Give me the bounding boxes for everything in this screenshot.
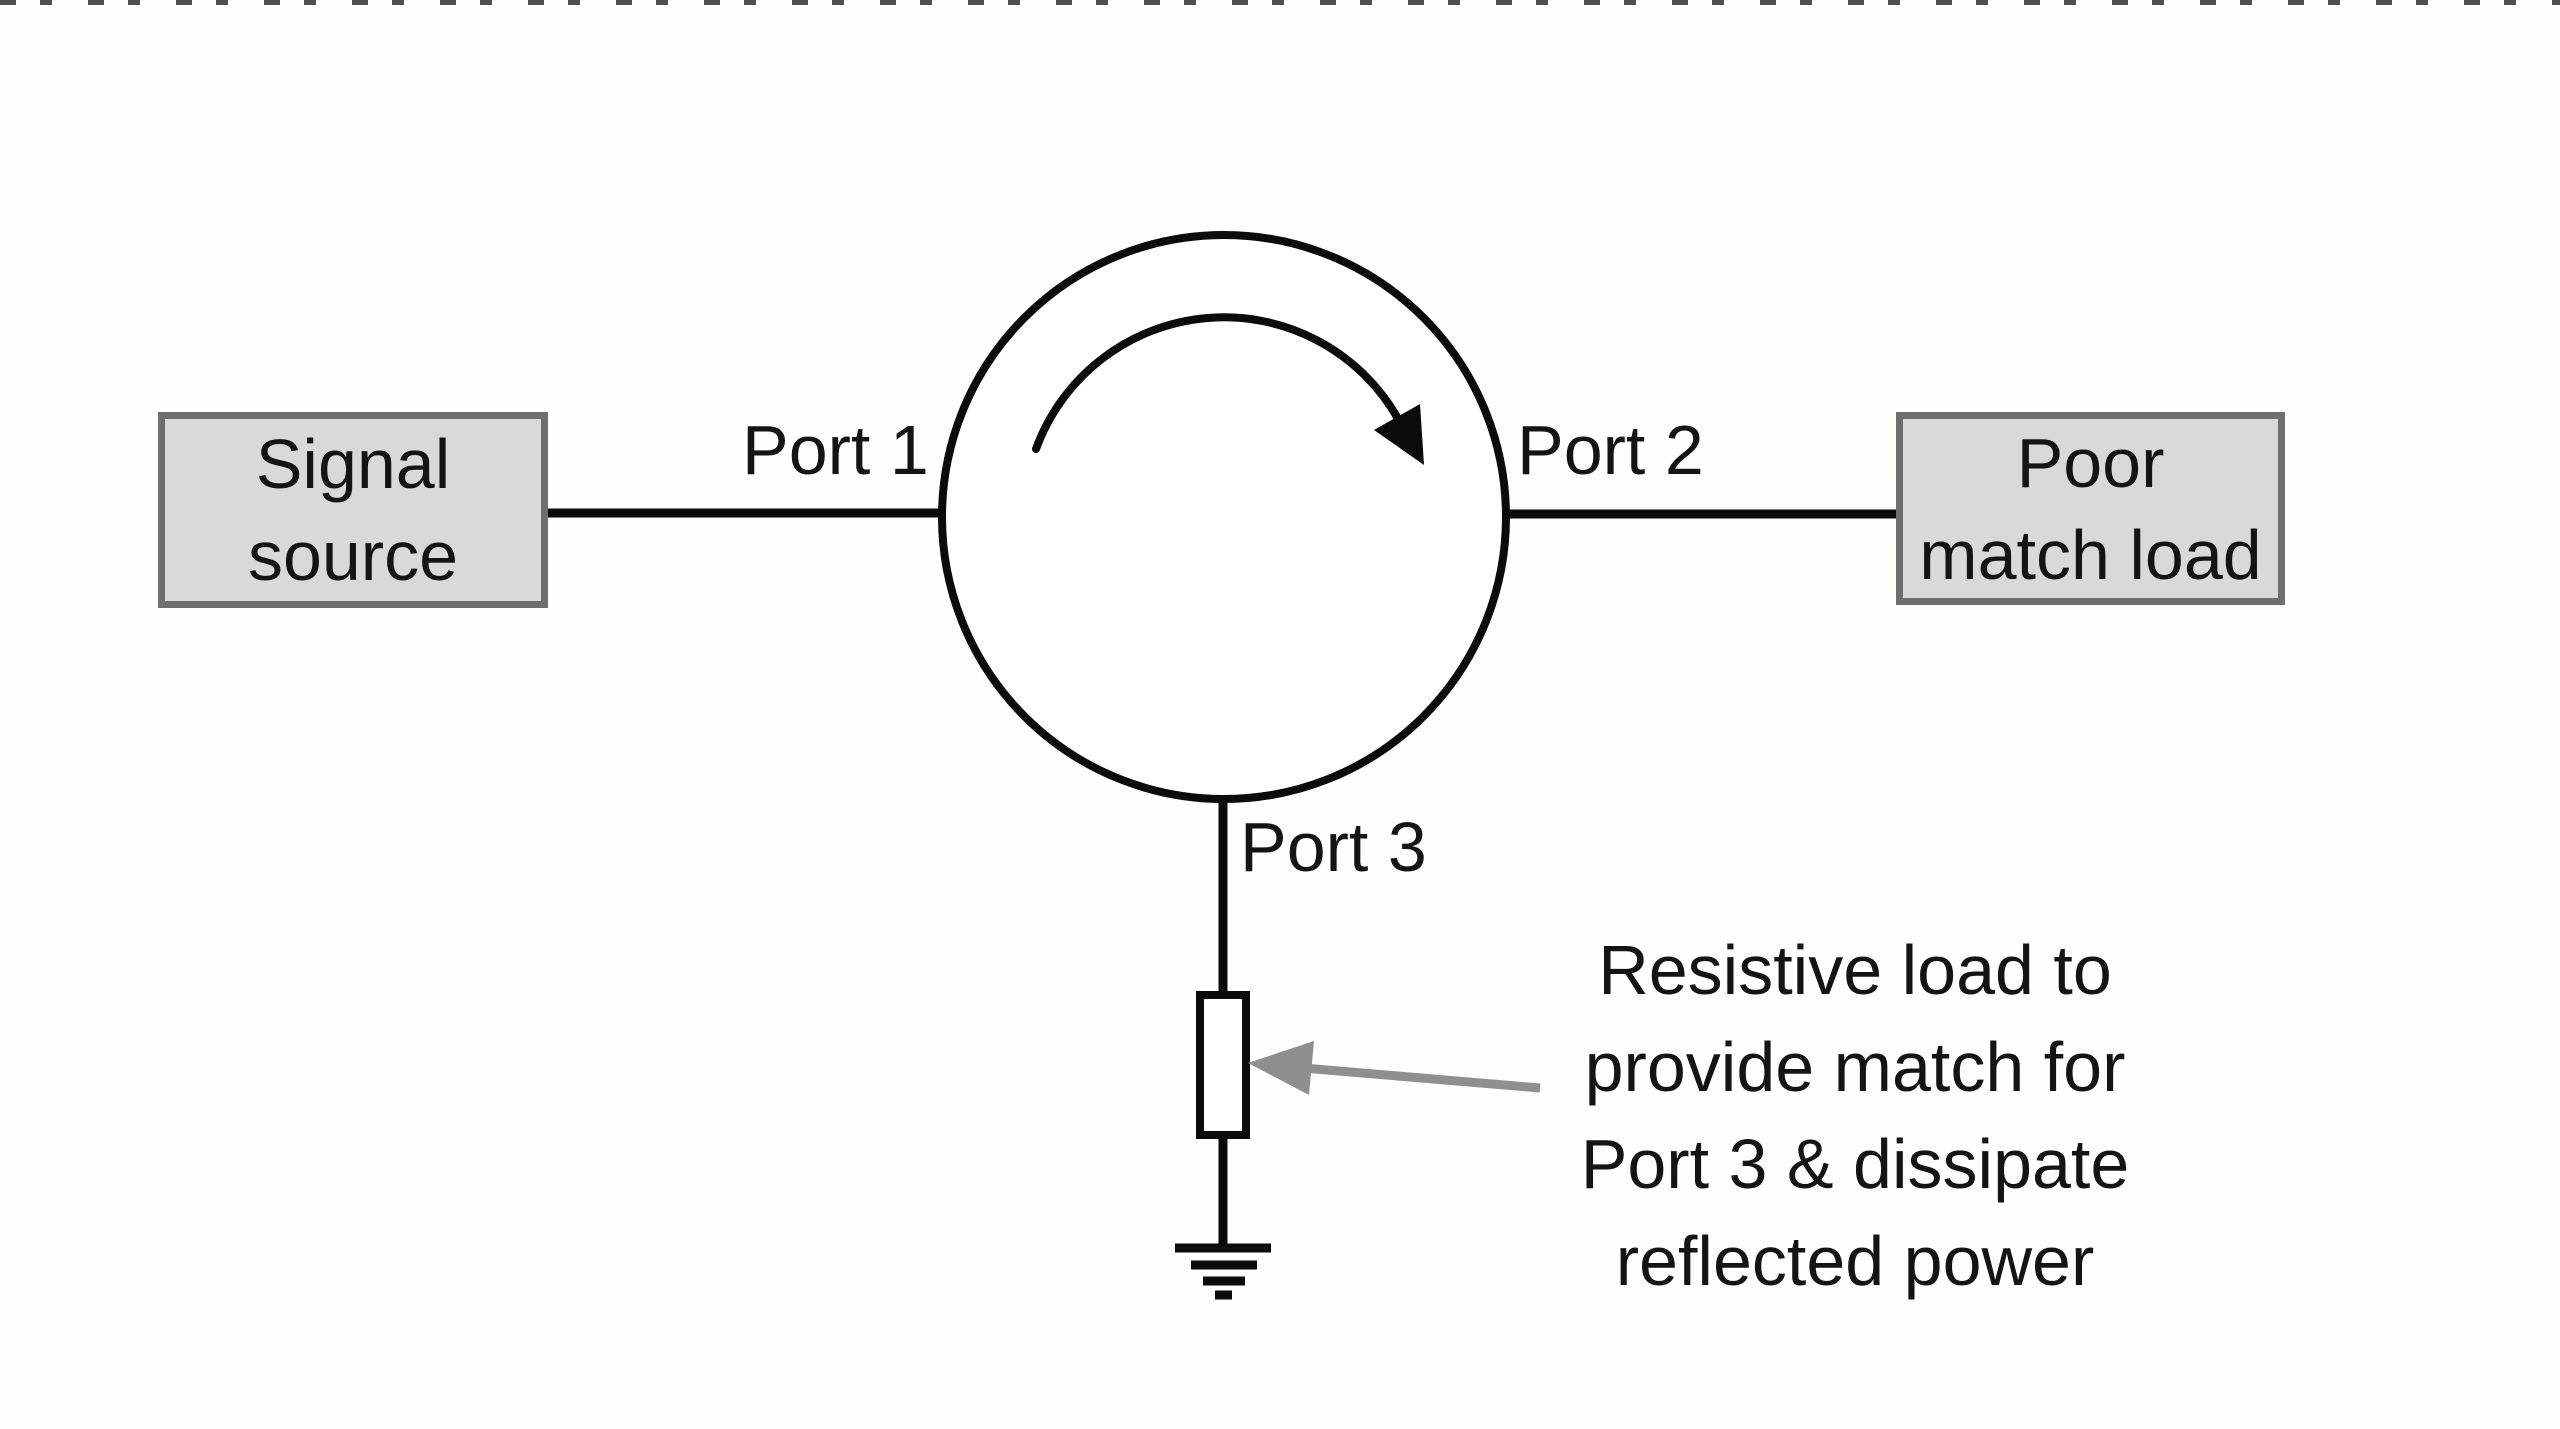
annotation-line-4: reflected power — [1615, 1222, 2095, 1300]
signal-source-label-line2: source — [247, 517, 459, 595]
annotation-line-2: provide match for — [1584, 1028, 2126, 1106]
callout-arrow-icon — [1248, 1041, 1541, 1095]
poor-match-load-box: Poor match load — [1896, 412, 2285, 605]
resistor-symbol — [1196, 991, 1250, 1139]
top-edge-artifact — [0, 0, 2560, 5]
clockwise-arrow-icon — [1032, 313, 1424, 465]
poor-match-load-label-line1: Poor — [2016, 423, 2165, 502]
poor-match-load-label-line2: match load — [1919, 515, 2262, 594]
ground-icon — [1175, 1243, 1271, 1300]
annotation-line-1: Resistive load to — [1598, 931, 2112, 1009]
port-3-label: Port 3 — [1240, 808, 1427, 886]
port-1-label: Port 1 — [742, 411, 929, 489]
annotation-line-3: Port 3 & dissipate — [1580, 1125, 2130, 1203]
port-2-label: Port 2 — [1517, 411, 1704, 489]
signal-source-label-line1: Signal — [255, 425, 451, 503]
signal-source-box: Signal source — [158, 412, 548, 608]
resistive-load-annotation: Resistive load to provide match for Port… — [1545, 922, 2165, 1310]
